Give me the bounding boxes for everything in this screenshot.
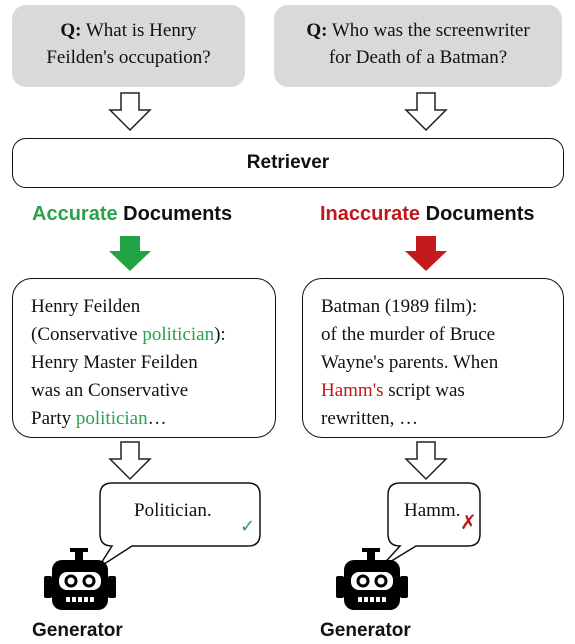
question-prefix: Q: [306, 20, 328, 41]
highlight-hamm: Hamm's [321, 380, 384, 401]
doc-line: ): [214, 324, 226, 345]
robot-icon [336, 548, 408, 610]
question-text-line1: What is Henry [81, 20, 197, 41]
answer-accurate: Politician. [134, 500, 212, 522]
down-arrow-outline-icon [108, 441, 152, 481]
speech-bubble [379, 482, 481, 569]
accurate-label: Accurate [32, 203, 118, 225]
generator-label-right: Generator [320, 620, 411, 641]
question-text-line1: Who was the screenwriter [327, 20, 530, 41]
down-arrow-outline-icon [108, 92, 152, 132]
doc-line: (Conservative [31, 324, 143, 345]
doc-line: Henry Master Feilden [31, 352, 198, 373]
doc-line: of the murder of Bruce [321, 324, 496, 345]
accurate-document-box: Henry Feilden (Conservative politician):… [12, 278, 276, 438]
doc-line: Henry Feilden [31, 296, 141, 317]
doc-line: script was [383, 380, 465, 401]
highlight-politician: politician [75, 408, 148, 429]
speech-bubble [97, 482, 261, 569]
accurate-documents-heading: Accurate Documents [32, 203, 232, 226]
answer-inaccurate: Hamm. [404, 500, 460, 522]
doc-line: … [147, 408, 167, 429]
down-arrow-filled-icon [109, 236, 151, 271]
down-arrow-filled-icon [405, 236, 447, 271]
question-text-line2: Feilden's occupation? [46, 47, 211, 68]
down-arrow-outline-icon [404, 441, 448, 481]
doc-line: Wayne's parents. When [321, 352, 499, 373]
check-icon: ✓ [240, 516, 256, 537]
documents-label: Documents [420, 203, 535, 225]
highlight-politician: politician [142, 324, 215, 345]
retriever-label: Retriever [246, 152, 330, 173]
down-arrow-outline-icon [404, 92, 448, 132]
question-box-right: Q: Who was the screenwriter for Death of… [274, 5, 562, 87]
generator-label-left: Generator [32, 620, 123, 641]
inaccurate-document-box: Batman (1989 film): of the murder of Bru… [302, 278, 564, 438]
doc-line: was an Conservative [31, 380, 189, 401]
answer-text: Hamm. [404, 500, 461, 521]
retriever-box: Retriever [12, 138, 564, 188]
inaccurate-documents-heading: Inaccurate Documents [320, 203, 535, 226]
cross-icon: ✗ [460, 510, 477, 534]
inaccurate-label: Inaccurate [320, 203, 421, 225]
doc-line: Batman (1989 film): [321, 296, 478, 317]
robot-icon [44, 548, 116, 610]
question-box-left: Q: What is Henry Feilden's occupation? [12, 5, 245, 87]
question-prefix: Q: [60, 20, 82, 41]
answer-text: Politician. [134, 500, 212, 521]
doc-line: rewritten, … [321, 408, 419, 429]
question-text-line2: for Death of a Batman? [328, 47, 508, 68]
doc-line: Party [31, 408, 76, 429]
documents-label: Documents [117, 203, 233, 225]
